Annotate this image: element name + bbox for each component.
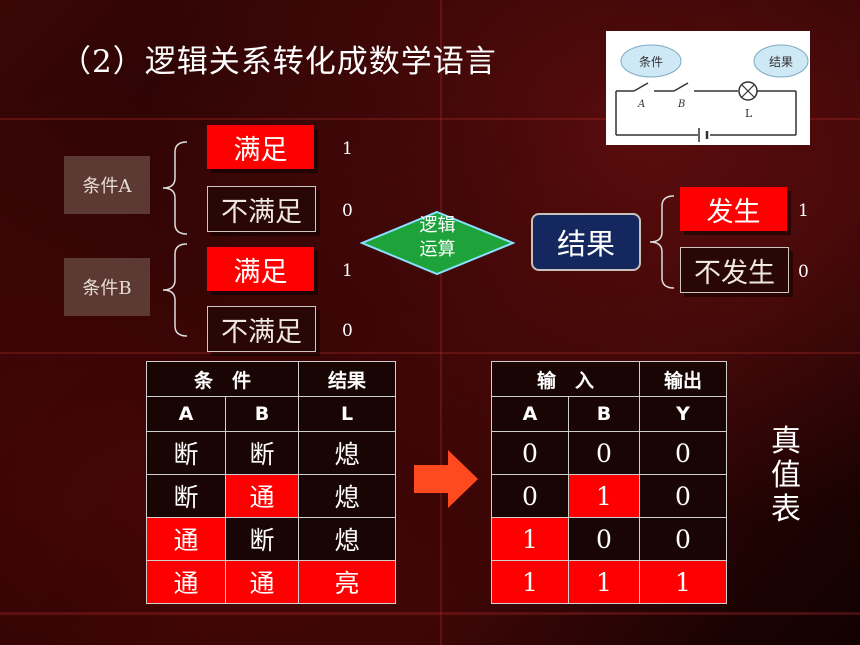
circuit-switch-b: B [677, 99, 685, 110]
table-row: 通 断 熄 [146, 517, 396, 561]
condition-b-brace [162, 243, 188, 337]
table-row: 0 0 0 [491, 431, 727, 475]
condition-a-label: 条件A [64, 156, 150, 214]
cell-highlight: 1 [568, 560, 640, 604]
result-not-occur-box: 不发生 [680, 247, 789, 293]
condition-a-brace [162, 141, 188, 235]
col-b: B [225, 396, 299, 432]
cell: 0 [639, 431, 727, 475]
table-row: 0 1 0 [491, 474, 727, 518]
col-l: L [298, 396, 396, 432]
result-bit-0: 0 [798, 262, 809, 282]
background-line [0, 352, 860, 354]
result-occur-box: 发生 [680, 187, 787, 231]
table-row: 1 0 0 [491, 517, 727, 561]
cell-highlight: 1 [568, 474, 640, 518]
condition-b-bit-1: 1 [342, 261, 353, 281]
cell-highlight: 通 [225, 474, 299, 518]
cell-highlight: 通 [146, 560, 226, 604]
circuit-diagram: 条件 结果 A B L [606, 31, 810, 145]
cell: 断 [225, 431, 299, 475]
truth-table-label: 真值表 [771, 424, 801, 527]
header-result: 结果 [298, 361, 396, 397]
header-output: 输出 [639, 361, 727, 397]
logic-operation-line2: 运算 [419, 239, 456, 260]
circuit-switch-a: A [637, 99, 645, 110]
condition-a-unsatisfied-box: 不满足 [207, 186, 316, 232]
condition-a-satisfied-box: 满足 [207, 125, 314, 169]
background-line [440, 0, 442, 645]
cell: 断 [146, 474, 226, 518]
cell-highlight: 通 [146, 517, 226, 561]
condition-b-satisfied-box: 满足 [207, 247, 314, 291]
background-line [0, 612, 860, 615]
cell-highlight: 通 [225, 560, 299, 604]
background-line [0, 118, 860, 120]
col-y: Y [639, 396, 727, 432]
circuit-result-label: 结果 [769, 55, 793, 69]
col-a: A [491, 396, 569, 432]
logic-operation-diamond [360, 210, 515, 276]
cell: 熄 [298, 431, 396, 475]
condition-b-bit-0: 0 [342, 321, 353, 341]
truth-table: 输 入 输出 A B Y 0 0 0 0 1 0 1 0 0 1 1 1 [491, 361, 727, 604]
table-row: 断 断 熄 [146, 431, 396, 475]
result-brace [649, 195, 675, 289]
condition-b-label: 条件B [64, 258, 150, 316]
cell: 熄 [298, 474, 396, 518]
cell: 0 [639, 517, 727, 561]
cell-highlight: 1 [491, 517, 569, 561]
condition-a-bit-0: 0 [342, 201, 353, 221]
cell: 0 [491, 474, 569, 518]
cell-highlight: 亮 [298, 560, 396, 604]
circuit-lamp-label: L [745, 107, 753, 120]
cell: 断 [225, 517, 299, 561]
cell: 断 [146, 431, 226, 475]
page-title: （2）逻辑关系转化成数学语言 [60, 44, 497, 80]
cell-highlight: 1 [491, 560, 569, 604]
switch-state-table: 条 件 结果 A B L 断 断 熄 断 通 熄 通 断 熄 通 通 亮 [146, 361, 396, 604]
condition-b-unsatisfied-box: 不满足 [207, 306, 316, 352]
logic-operation-line1: 逻辑 [419, 215, 456, 236]
cell: 0 [568, 517, 640, 561]
circuit-condition-label: 条件 [639, 55, 663, 69]
result-bit-1: 1 [798, 201, 809, 221]
condition-a-bit-1: 1 [342, 139, 353, 159]
col-b: B [568, 396, 640, 432]
cell: 0 [491, 431, 569, 475]
header-input: 输 入 [491, 361, 640, 397]
table-row: 通 通 亮 [146, 560, 396, 604]
cell: 0 [568, 431, 640, 475]
cell: 熄 [298, 517, 396, 561]
col-a: A [146, 396, 226, 432]
table-row: 1 1 1 [491, 560, 727, 604]
right-arrow-icon [414, 450, 478, 508]
header-condition: 条 件 [146, 361, 299, 397]
logic-operation-label: 逻辑 运算 [360, 214, 515, 262]
table-row: 断 通 熄 [146, 474, 396, 518]
result-label: 结果 [531, 213, 641, 271]
cell: 0 [639, 474, 727, 518]
cell-highlight: 1 [639, 560, 727, 604]
